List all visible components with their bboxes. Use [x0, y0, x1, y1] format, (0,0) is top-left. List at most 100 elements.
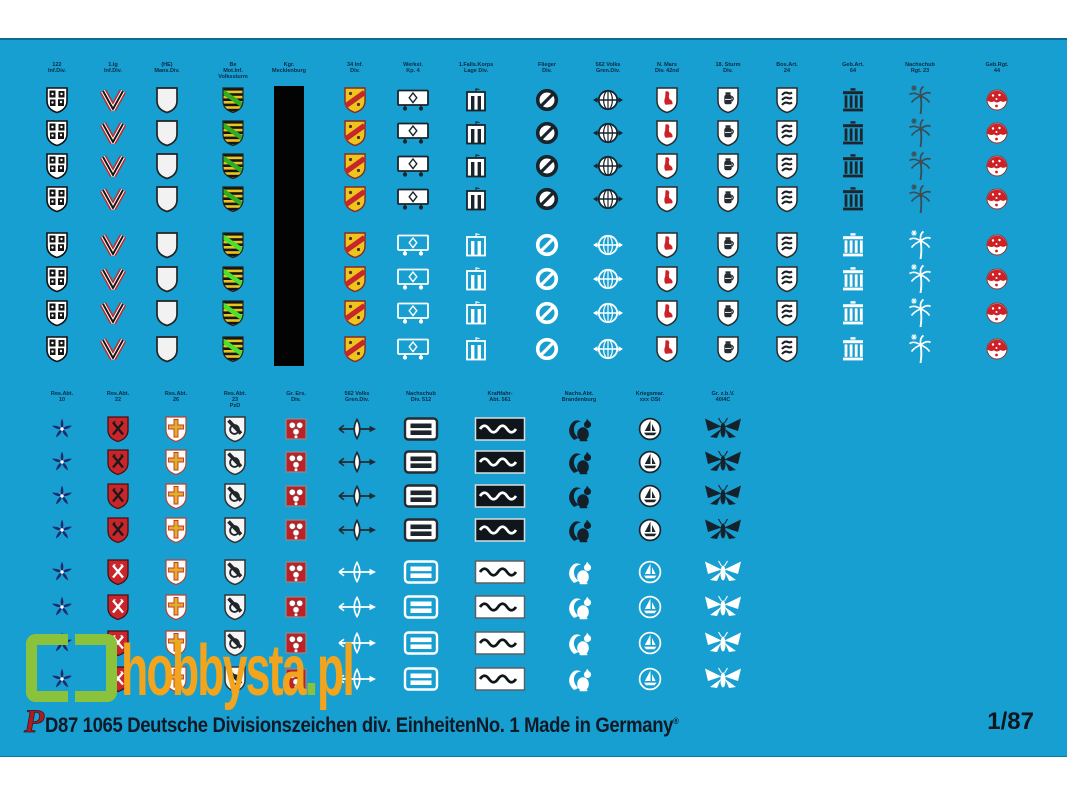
- black-bar-icon: [274, 86, 304, 366]
- shield-jug-icon: [715, 119, 741, 147]
- shield-flames-icon: [774, 86, 800, 114]
- shield-quartered-icon: [44, 119, 70, 147]
- red-square-balls-icon: [284, 417, 308, 441]
- shield-cross-tools-icon: [105, 415, 131, 443]
- no-entry-icon: [534, 232, 560, 258]
- squirrel-icon: [565, 665, 593, 693]
- shield-jug-icon: [715, 335, 741, 363]
- sail-circle-icon: [637, 559, 663, 585]
- shield-jug-icon: [715, 152, 741, 180]
- gate-icon: [463, 266, 489, 292]
- sail-circle-icon: [637, 483, 663, 509]
- globe-icon: [592, 266, 624, 292]
- shield-ring-icon: [222, 516, 248, 544]
- top-grid-column-header: Geb.Rgt. 44: [985, 62, 1009, 74]
- red-square-balls-icon: [284, 560, 308, 584]
- arrow-lens-icon: [337, 595, 377, 619]
- shield-cross-yellow-icon: [163, 415, 189, 443]
- top-grid-column-header: 122 Inf.Div.: [48, 62, 66, 74]
- moth-icon: [703, 450, 743, 474]
- bottom-grid-column-header: Kraftfahr- Abt. 561: [487, 391, 513, 403]
- globe-icon: [592, 186, 624, 212]
- gate-icon: [463, 336, 489, 362]
- shield-jug-icon: [715, 265, 741, 293]
- squirrel-icon: [565, 415, 593, 443]
- bottom-grid-column-header: Gr. Ers. Div.: [286, 391, 306, 403]
- moth-icon: [703, 631, 743, 655]
- shield-cross-yellow-icon: [163, 629, 189, 657]
- shield-saxony-icon: [220, 86, 246, 114]
- circle-mushroom-icon: [984, 120, 1010, 146]
- circle-mushroom-icon: [984, 266, 1010, 292]
- shield-quartered-icon: [44, 86, 70, 114]
- chevron-icon: [99, 338, 127, 366]
- palm-icon: [907, 229, 933, 261]
- no-entry-icon: [534, 336, 560, 362]
- sail-circle-icon: [637, 449, 663, 475]
- caption-text: D87 1065 Deutsche Divisionszeichen div. …: [45, 713, 679, 738]
- chevron-icon: [99, 122, 127, 150]
- top-grid-column-header: 18. Sturm Div.: [715, 62, 741, 74]
- palm-icon: [907, 263, 933, 295]
- shield-saxony-icon: [220, 119, 246, 147]
- palm-icon: [907, 84, 933, 116]
- shield-baden-icon: [342, 299, 368, 327]
- shield-quartered-icon: [44, 335, 70, 363]
- top-grid-column-header: 34 Inf. Div.: [347, 62, 363, 74]
- gate-icon: [463, 153, 489, 179]
- shield-plain-icon: [154, 335, 180, 363]
- circle-mushroom-icon: [984, 232, 1010, 258]
- shield-flames-icon: [774, 231, 800, 259]
- gate-icon: [463, 87, 489, 113]
- shield-jug-icon: [715, 185, 741, 213]
- chevron-icon: [99, 89, 127, 117]
- shield-cross-yellow-icon: [163, 448, 189, 476]
- shield-plain-icon: [154, 86, 180, 114]
- shield-flames-icon: [774, 185, 800, 213]
- moth-icon: [703, 667, 743, 691]
- palm-icon: [907, 117, 933, 149]
- shield-ring-icon: [222, 448, 248, 476]
- bracket-left-icon: [26, 634, 68, 702]
- shield-baden-icon: [342, 86, 368, 114]
- shield-cross-tools-icon: [105, 448, 131, 476]
- shield-cross-yellow-icon: [163, 516, 189, 544]
- temple-icon: [840, 266, 866, 292]
- arrow-lens-icon: [337, 667, 377, 691]
- bottom-grid-column-header: Res.Abt. 22: [106, 391, 130, 403]
- registered-mark: ®: [673, 715, 679, 726]
- shield-boot-icon: [654, 119, 680, 147]
- moth-icon: [703, 518, 743, 542]
- sail-circle-icon: [637, 594, 663, 620]
- temple-icon: [840, 300, 866, 326]
- shield-baden-icon: [342, 119, 368, 147]
- top-grid-column-header: N. Mars Div. 42nd: [654, 62, 680, 74]
- shield-boot-icon: [654, 231, 680, 259]
- shield-baden-icon: [342, 335, 368, 363]
- squirrel-icon: [565, 482, 593, 510]
- chevron-icon: [99, 155, 127, 183]
- moth-icon: [703, 417, 743, 441]
- squirrel-icon: [565, 448, 593, 476]
- temple-icon: [840, 120, 866, 146]
- box-bars-icon: [403, 517, 439, 543]
- sail-circle-icon: [637, 517, 663, 543]
- shield-quartered-icon: [44, 265, 70, 293]
- box-bars-icon: [403, 449, 439, 475]
- shield-ring-icon: [222, 482, 248, 510]
- shield-saxony-icon: [220, 152, 246, 180]
- no-entry-icon: [534, 87, 560, 113]
- top-grid-column-header: 562 Volks Gren.Div.: [595, 62, 621, 74]
- watermark-tld: pl: [316, 631, 355, 711]
- shield-flames-icon: [774, 119, 800, 147]
- shield-plain-icon: [154, 119, 180, 147]
- bottom-grid-column-header: Res.Abt. 23 PzD: [223, 391, 247, 409]
- bottom-grid-column-header: 562 Volks Gren.Div.: [344, 391, 370, 403]
- flower-icon: [49, 483, 75, 509]
- wave-box-icon: [474, 630, 526, 656]
- wave-box-icon: [474, 483, 526, 509]
- shield-cross-tools-icon: [105, 482, 131, 510]
- shield-ring-icon: [222, 415, 248, 443]
- scale-label: 1/87: [987, 708, 1034, 735]
- bottom-grid-column-header: Gr. z.b.V. 40/4C: [711, 391, 735, 403]
